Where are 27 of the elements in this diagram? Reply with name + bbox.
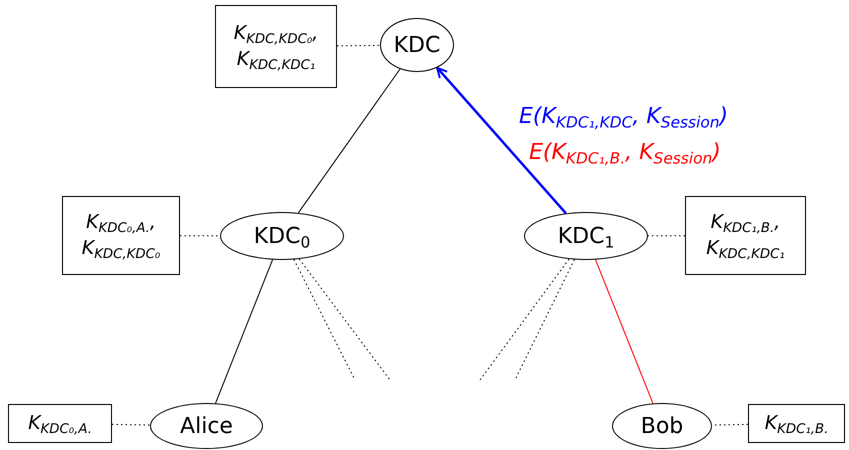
key-box (748, 404, 845, 443)
key-label: K$_{KDC,KDC₀}$, K$_{KDC,KDC₁}$ (234, 20, 318, 72)
connector-line (298, 68, 401, 214)
connector-line (594, 259, 654, 404)
dotted-line (514, 259, 575, 380)
arrow (436, 66, 567, 214)
key-label: K$_{KDC₁,B.}$, K$_{KDC,KDC₁}$ (706, 210, 785, 262)
key-label: K$_{KDC₀,A.}$ (28, 410, 92, 436)
leader-line (648, 235, 686, 236)
key-box (685, 196, 806, 275)
leader-line (180, 235, 220, 236)
key-box (215, 5, 337, 88)
node-label: KDC$_{1}$ (558, 224, 614, 248)
node-label: KDC (394, 32, 440, 58)
leader-line (112, 424, 151, 426)
node-label: Bob (640, 414, 684, 438)
dotted-line (293, 259, 356, 380)
connector-line (215, 259, 274, 404)
key-label: K$_{KDC₀,A.}$, K$_{KDC,KDC₀}$ (82, 210, 160, 262)
leader-line (336, 44, 380, 46)
key-box (8, 404, 112, 443)
key-box (62, 196, 180, 275)
node-label: KDC$_{0}$ (254, 224, 310, 248)
node-label: Alice (180, 414, 233, 438)
key-label: K$_{KDC₁,B.}$ (764, 410, 828, 436)
dotted-line (298, 258, 390, 380)
dotted-line (480, 258, 570, 380)
